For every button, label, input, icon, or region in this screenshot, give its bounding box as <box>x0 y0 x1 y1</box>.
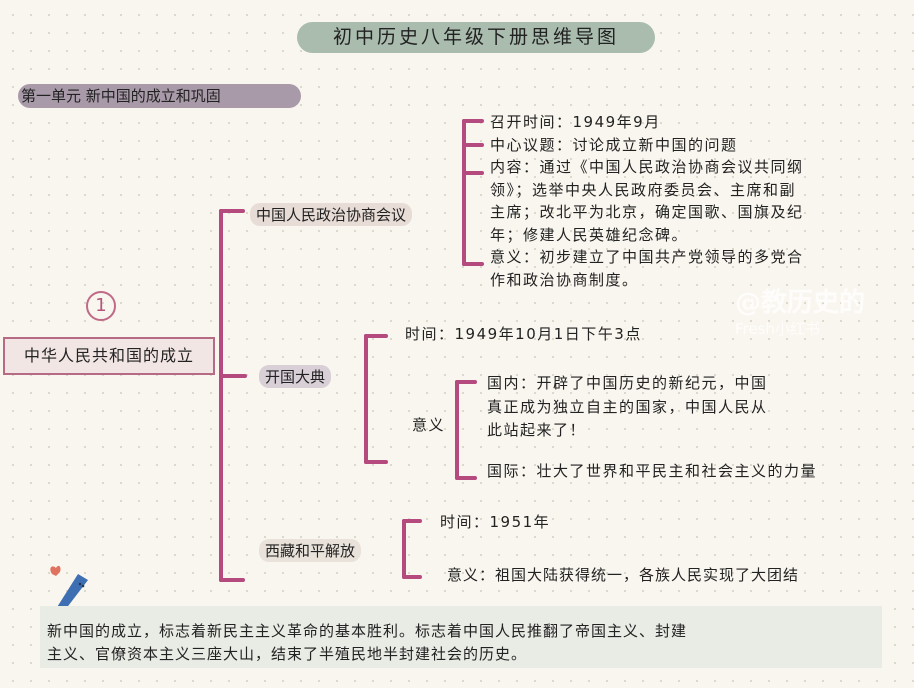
bracket-tibet <box>402 519 406 579</box>
bracket-tick <box>462 119 484 123</box>
detail-line: 内容：通过《中国人民政治协商会议共同纲 <box>490 158 804 176</box>
bracket-tick <box>462 262 484 266</box>
section-number-badge: 1 <box>86 291 116 321</box>
main-bracket-tick <box>219 578 245 582</box>
watermark: @教历史的 <box>735 288 866 318</box>
branch-tibet: 西藏和平解放 <box>259 539 362 562</box>
tibet-meaning: 意义：祖国大陆获得统一，各族人民实现了大团结 <box>447 566 800 584</box>
summary-line: 主义、官僚资本主义三座大山，结束了半殖民地半封建社会的历史。 <box>47 645 528 663</box>
cppcc-details: 召开时间：1949年9月 中心议题：讨论成立新中国的问题 内容：通过《中国人民政… <box>490 111 804 291</box>
tibet-time: 时间：1951年 <box>440 513 551 531</box>
main-bracket-vertical <box>219 209 223 582</box>
ceremony-meaning-label: 意义 <box>412 416 446 434</box>
summary-box <box>40 606 882 668</box>
bracket-ceremony <box>364 334 368 464</box>
detail-line: 中心议题：讨论成立新中国的问题 <box>490 135 738 154</box>
bracket-tick <box>402 575 422 579</box>
detail-line: 主席；改北平为北京，确定国歌、国旗及纪 <box>490 203 804 221</box>
summary-text: 新中国的成立，标志着新民主主义革命的基本胜利。标志着中国人民推翻了帝国主义、封建… <box>47 620 687 666</box>
bracket-tick <box>455 476 477 480</box>
meaning-domestic: 国内：开辟了中国历史的新纪元，中国 真正成为独立自主的国家，中国人民从 此站起来… <box>487 372 768 443</box>
branch-cppcc: 中国人民政治协商会议 <box>250 203 413 226</box>
bracket-tick <box>462 171 484 175</box>
bracket-cppcc <box>462 119 466 266</box>
detail-line: 年；修建人民英雄纪念碑。 <box>490 225 689 244</box>
meaning-international: 国际：壮大了世界和平民主和社会主义的力量 <box>487 462 818 480</box>
root-node: 中华人民共和国的成立 <box>3 337 215 375</box>
detail-line: 作和政治协商制度。 <box>490 270 639 289</box>
detail-line: 召开时间：1949年9月 <box>490 113 661 131</box>
bracket-tick <box>364 460 388 464</box>
watermark-sub: Fresh小红书 <box>735 320 820 338</box>
main-bracket-tick <box>219 374 247 378</box>
detail-line: 国内：开辟了中国历史的新纪元，中国 <box>487 374 768 392</box>
bracket-tick <box>364 334 388 338</box>
ceremony-time: 时间：1949年10月1日下午3点 <box>405 325 642 343</box>
bracket-tick <box>462 143 484 147</box>
summary-line: 新中国的成立，标志着新民主主义革命的基本胜利。标志着中国人民推翻了帝国主义、封建 <box>47 622 688 640</box>
bracket-tick <box>455 380 477 384</box>
detail-line: 此站起来了！ <box>487 421 587 439</box>
unit-label: 第一单元 新中国的成立和巩固 <box>18 84 301 108</box>
detail-line: 真正成为独立自主的国家，中国人民从 <box>487 397 768 416</box>
bracket-meaning <box>455 380 459 480</box>
main-bracket-tick <box>219 209 245 213</box>
detail-line: 意义：初步建立了中国共产党领导的多党合 <box>490 248 804 266</box>
branch-founding-ceremony: 开国大典 <box>259 365 332 388</box>
detail-line: 领》；选举中央人民政府委员会、主席和副 <box>490 180 797 199</box>
page-title: 初中历史八年级下册思维导图 <box>297 22 655 53</box>
bracket-tick <box>402 519 422 523</box>
